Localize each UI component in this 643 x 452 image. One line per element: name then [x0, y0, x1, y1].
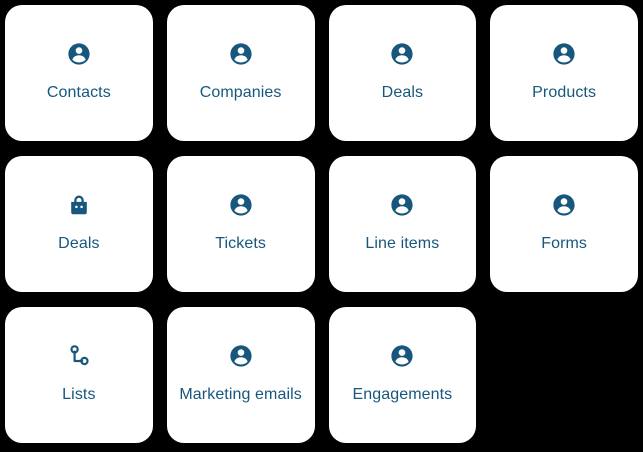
tile-label: Tickets [215, 234, 267, 252]
tile-label: Lists [62, 385, 96, 403]
tile-deals[interactable]: Deals [5, 156, 153, 292]
person-icon [228, 343, 254, 369]
tile-lists[interactable]: Lists [5, 307, 153, 443]
tile-companies[interactable]: Companies [166, 5, 315, 141]
tile-forms[interactable]: Forms [490, 156, 638, 292]
tile-line-items[interactable]: Line items [328, 156, 477, 292]
tile-products[interactable]: Products [490, 5, 638, 141]
tile-label: Forms [541, 234, 588, 252]
person-icon [389, 41, 415, 67]
tile-label: Contacts [46, 83, 111, 101]
empty-grid-slot [490, 307, 638, 443]
tile-label: Engagements [352, 385, 453, 403]
tile-engagements[interactable]: Engagements [328, 307, 477, 443]
tile-label: Deals [58, 234, 100, 252]
person-icon [389, 192, 415, 218]
person-icon [551, 41, 577, 67]
tile-label: Deals [381, 83, 424, 101]
tile-marketing-emails[interactable]: Marketing emails [166, 307, 315, 443]
person-icon [66, 41, 92, 67]
person-icon [389, 343, 415, 369]
tile-label: Companies [199, 83, 282, 101]
tile-contacts[interactable]: Contacts [5, 5, 153, 141]
person-icon [551, 192, 577, 218]
tile-label: Marketing emails [179, 385, 302, 403]
tile-label: Line items [365, 234, 440, 252]
node-branch-icon [66, 343, 92, 369]
person-icon [228, 192, 254, 218]
person-icon [228, 41, 254, 67]
tile-label: Products [532, 83, 597, 101]
tile-deals[interactable]: Deals [328, 5, 477, 141]
shopping-bag-icon [66, 192, 92, 218]
tile-tickets[interactable]: Tickets [166, 156, 315, 292]
